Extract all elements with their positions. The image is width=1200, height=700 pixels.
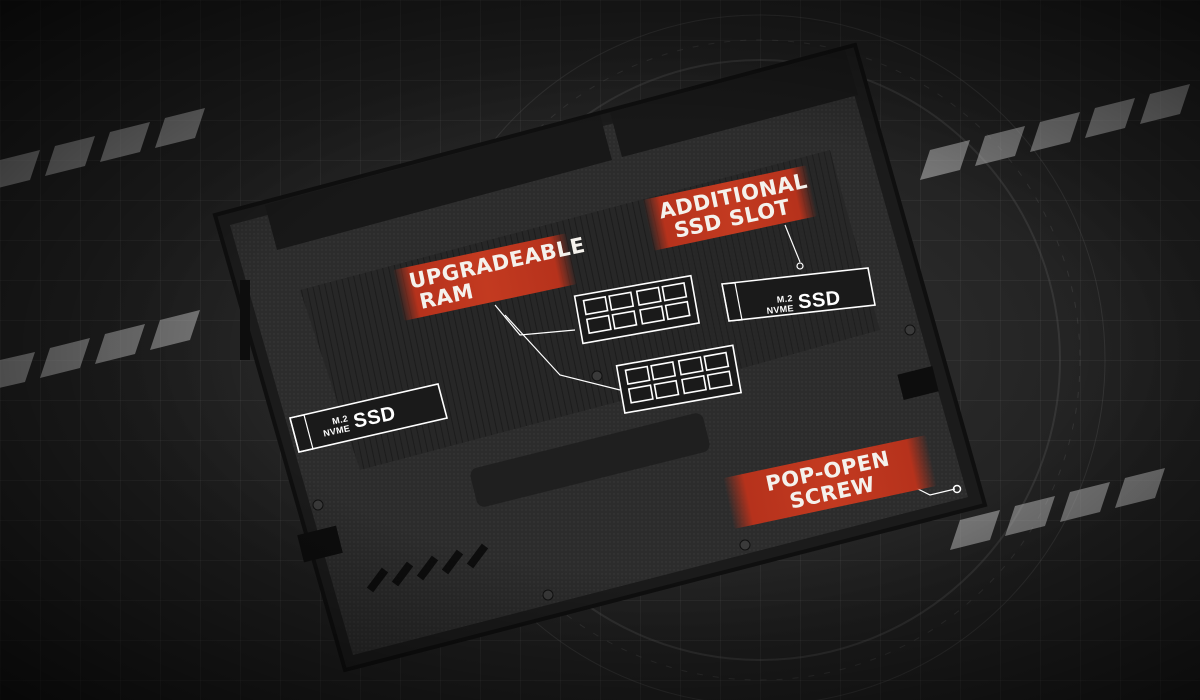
ssd-right-spec-line2: NVME	[766, 302, 795, 316]
ssd-right-text: SSD	[797, 287, 842, 314]
